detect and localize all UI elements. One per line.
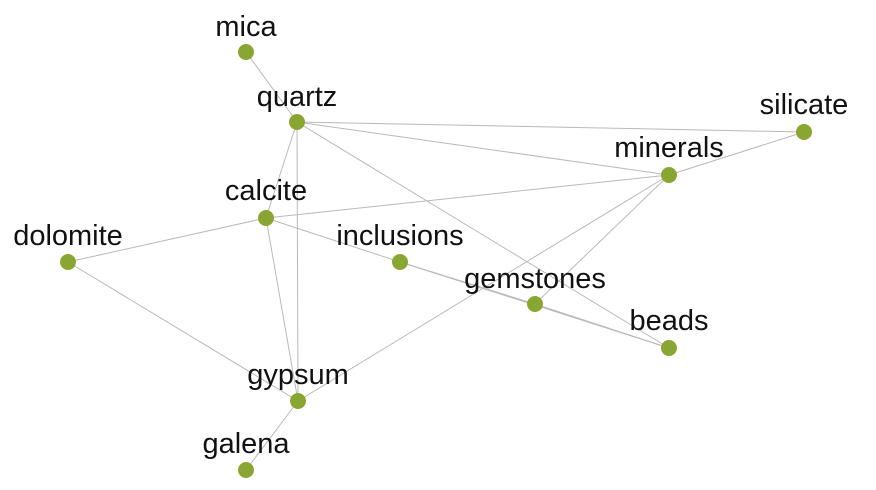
edges-layer <box>67 51 805 471</box>
node-dot-dolomite[interactable] <box>60 254 76 270</box>
edge-gypsum-galena <box>245 400 299 471</box>
node-label-mica: mica <box>215 11 277 43</box>
edge-silicate-minerals <box>668 131 805 176</box>
edge-quartz-beads <box>296 121 670 349</box>
node-calcite[interactable]: calcite <box>225 175 307 226</box>
edge-mica-quartz <box>245 51 298 123</box>
node-dot-calcite[interactable] <box>258 210 274 226</box>
nodes-layer: mica quartz silicate minerals calcite dolomit… <box>13 11 848 478</box>
node-label-galena: galena <box>202 428 290 460</box>
node-dot-quartz[interactable] <box>289 114 305 130</box>
node-label-beads: beads <box>629 305 708 337</box>
node-gemstones[interactable]: gemstones <box>464 263 606 312</box>
node-mica[interactable]: mica <box>215 11 277 60</box>
node-label-calcite: calcite <box>225 175 307 207</box>
edge-gemstones-beads <box>534 303 670 349</box>
node-label-minerals: minerals <box>614 132 724 164</box>
node-dolomite[interactable]: dolomite <box>13 220 123 270</box>
edge-quartz-minerals <box>296 121 670 176</box>
edge-quartz-calcite <box>265 121 298 219</box>
node-label-inclusions: inclusions <box>336 220 463 252</box>
node-dot-gemstones[interactable] <box>527 296 543 312</box>
edge-calcite-dolomite <box>67 217 267 263</box>
node-dot-galena[interactable] <box>238 462 254 478</box>
node-beads[interactable]: beads <box>629 305 709 356</box>
node-dot-inclusions[interactable] <box>392 254 408 270</box>
node-dot-mica[interactable] <box>238 44 254 60</box>
edge-calcite-gypsum <box>265 217 299 402</box>
node-inclusions[interactable]: inclusions <box>336 220 464 270</box>
node-silicate[interactable]: silicate <box>760 89 849 140</box>
node-minerals[interactable]: minerals <box>614 132 724 183</box>
edge-dolomite-gypsum <box>67 261 299 402</box>
node-label-quartz: quartz <box>257 81 338 113</box>
node-label-dolomite: dolomite <box>13 220 123 252</box>
node-dot-gypsum[interactable] <box>290 393 306 409</box>
edge-minerals-calcite <box>265 174 670 219</box>
edge-calcite-inclusions <box>265 217 401 263</box>
node-galena[interactable]: galena <box>202 428 290 478</box>
node-quartz[interactable]: quartz <box>257 81 338 130</box>
node-label-gemstones: gemstones <box>464 263 606 295</box>
node-dot-minerals[interactable] <box>661 167 677 183</box>
node-dot-silicate[interactable] <box>796 124 812 140</box>
edge-quartz-silicate <box>296 121 805 133</box>
edge-quartz-gypsum <box>296 121 299 402</box>
node-dot-beads[interactable] <box>661 340 677 356</box>
node-label-gypsum: gypsum <box>247 359 349 391</box>
node-gypsum[interactable]: gypsum <box>247 359 349 409</box>
edge-minerals-gemstones <box>534 174 670 305</box>
node-label-silicate: silicate <box>760 89 849 121</box>
